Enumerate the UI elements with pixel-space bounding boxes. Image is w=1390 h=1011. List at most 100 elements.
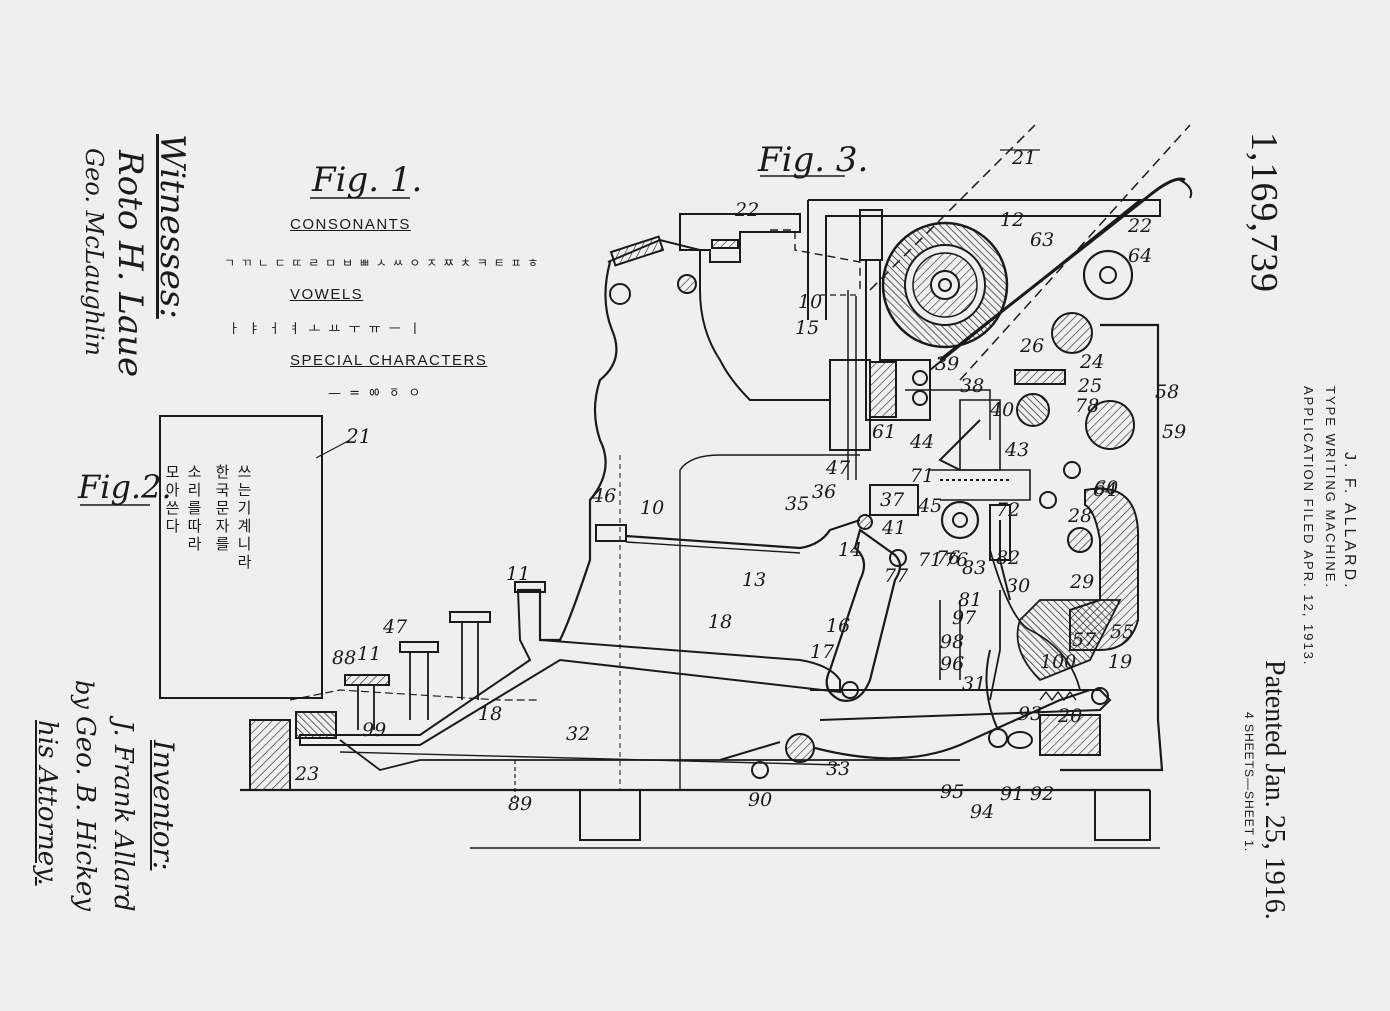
inventor-name-header: J. F. ALLARD. xyxy=(1341,452,1358,591)
reference-numeral-37: 37 xyxy=(880,489,905,511)
roller-64 xyxy=(1082,249,1134,301)
reference-numeral-47: 47 xyxy=(382,616,408,638)
frame-right-outline xyxy=(1060,323,1164,772)
reference-numeral-31: 31 xyxy=(962,673,986,695)
typebar-dashed-path xyxy=(770,229,861,290)
reference-numeral-96: 96 xyxy=(940,653,964,675)
hatched-arm xyxy=(609,235,665,267)
carriage-rail xyxy=(807,199,1161,320)
reference-numeral-60: 60 xyxy=(1094,477,1118,499)
reference-numeral-23: 23 xyxy=(294,763,319,785)
escapement-gear xyxy=(1016,393,1050,427)
invention-title: TYPE WRITING MACHINE. xyxy=(1323,386,1338,590)
reference-numeral-16: 16 xyxy=(826,615,850,637)
hatched-base-left xyxy=(249,719,291,791)
central-block xyxy=(869,484,919,516)
by-label: by xyxy=(70,680,98,709)
reference-numeral-15: 15 xyxy=(795,317,819,339)
reference-numeral-97: 97 xyxy=(952,607,977,629)
reference-numeral-100: 100 xyxy=(1040,651,1076,673)
hatched-spring-block xyxy=(295,711,337,739)
reference-numeral-12: 12 xyxy=(1000,209,1024,231)
inventor-label: Inventor: xyxy=(147,740,180,871)
consonants-heading: CONSONANTS xyxy=(290,216,411,233)
paper-bail xyxy=(939,177,1186,362)
reference-numeral-63: 63 xyxy=(1030,229,1054,251)
lever-13 xyxy=(625,518,861,550)
reference-numeral-19: 19 xyxy=(1108,651,1132,673)
fig3-label: Fig. 3. xyxy=(758,140,869,180)
knob-58 xyxy=(1085,400,1135,450)
fig2-sheet-box xyxy=(159,415,323,699)
reference-numeral-81: 81 xyxy=(958,589,982,611)
reference-numeral-76: 76 xyxy=(936,547,960,569)
reference-numeral-20: 20 xyxy=(1057,705,1082,727)
vowels-glyph-row: ㅏ ㅑ ㅓ ㅕ ㅗ ㅛ ㅜ ㅠ ㅡ ㅣ xyxy=(228,322,423,337)
reference-numeral-88: 88 xyxy=(332,647,356,669)
reference-numeral-71: 71 xyxy=(910,465,934,487)
reference-numeral-64: 64 xyxy=(1128,245,1152,267)
special-characters-glyph-row: — = ㆀ ㆆ ㅇ xyxy=(328,386,423,401)
reference-numeral-99: 99 xyxy=(362,719,386,741)
fig2-ref-21: 21 xyxy=(346,424,372,448)
reference-numeral-57: 57 xyxy=(1072,629,1097,651)
left-housing xyxy=(829,359,871,451)
reference-numeral-90: 90 xyxy=(748,789,772,811)
reference-numeral-30: 30 xyxy=(1006,575,1030,597)
key-46 xyxy=(595,524,627,542)
witnesses-label: Witnesses: xyxy=(152,134,192,319)
vowels-heading: VOWELS xyxy=(290,286,364,303)
patent-number: 1,169,739 xyxy=(1243,132,1285,293)
reference-numeral-40: 40 xyxy=(989,399,1014,421)
fig2-text-column-4: 모아쓴다 xyxy=(163,464,181,536)
pivot-bar xyxy=(677,274,697,294)
typebar-hatch xyxy=(711,239,739,249)
patented-date: Patented Jan. 25, 1916. xyxy=(1259,660,1290,920)
inventor-signature: J. Frank Allard xyxy=(108,720,138,912)
reference-numeral-46: 46 xyxy=(591,485,616,507)
cam-76 xyxy=(940,500,980,540)
fig1-label: Fig. 1. xyxy=(312,160,423,200)
reference-numeral-18: 18 xyxy=(478,703,502,725)
fig2-text-column-1: 한국문자를 xyxy=(213,464,231,554)
reference-numeral-59: 59 xyxy=(1162,421,1186,443)
reference-numeral-47: 47 xyxy=(825,457,851,479)
dashed-line-right xyxy=(959,124,1191,381)
fig2-leader xyxy=(315,439,351,459)
reference-numeral-45: 45 xyxy=(917,495,942,517)
reference-numeral-22: 22 xyxy=(734,199,759,221)
reference-numeral-71: 71 xyxy=(918,549,942,571)
reference-numeral-24: 24 xyxy=(1079,351,1104,373)
reference-numeral-43: 43 xyxy=(1004,439,1029,461)
reference-numeral-14: 14 xyxy=(838,539,862,561)
hatched-block-20 xyxy=(1039,714,1101,756)
pivot-upper-left xyxy=(609,283,631,305)
reference-numeral-83: 83 xyxy=(962,557,986,579)
reference-numeral-89: 89 xyxy=(508,793,532,815)
reference-numeral-41: 41 xyxy=(881,517,906,539)
knob-upper xyxy=(1051,312,1093,354)
witness-signature-2: Geo. McLaughlin xyxy=(80,148,108,357)
reference-numeral-55: 55 xyxy=(1110,621,1134,643)
reference-numeral-38: 38 xyxy=(960,375,984,397)
reference-numeral-10: 10 xyxy=(798,291,822,313)
reference-numeral-76: 76 xyxy=(944,549,968,571)
attorney-label: his Attorney. xyxy=(32,720,62,886)
witness-signature-1: Roto H. Laue xyxy=(110,150,150,378)
reference-numeral-77: 77 xyxy=(884,565,909,587)
reference-numeral-82: 82 xyxy=(996,547,1020,569)
reference-numeral-35: 35 xyxy=(785,493,809,515)
reference-numeral-58: 58 xyxy=(1155,381,1179,403)
typebar-head xyxy=(679,213,801,263)
reference-numeral-91: 91 xyxy=(1000,783,1024,805)
fig2-label: Fig.2. xyxy=(78,468,172,506)
reference-numeral-18: 18 xyxy=(708,611,732,633)
reference-numeral-29: 29 xyxy=(1069,571,1094,593)
reference-numeral-11: 11 xyxy=(357,643,381,665)
reference-numeral-32: 32 xyxy=(566,723,590,745)
reference-numeral-26: 26 xyxy=(1019,335,1044,357)
frame-left-outline xyxy=(520,261,618,642)
reference-numeral-61: 61 xyxy=(872,421,896,443)
